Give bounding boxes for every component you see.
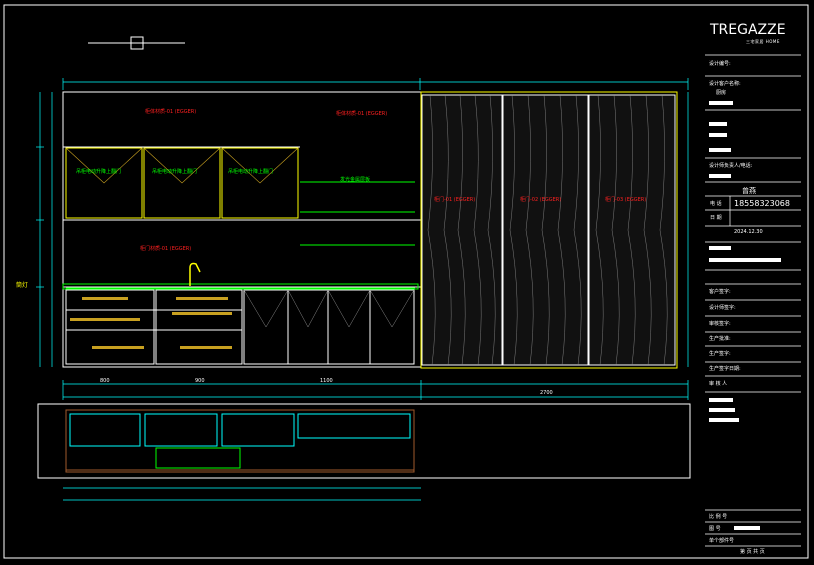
dim-900: 900 xyxy=(195,378,205,384)
dim-2700: 2700 xyxy=(540,390,553,396)
drawer-handles xyxy=(70,297,232,349)
designer-name: 曾燕 xyxy=(742,187,756,195)
section-marker xyxy=(88,36,185,50)
field-client-sign: 客户签字: xyxy=(709,289,731,295)
outer-frame xyxy=(3,4,809,559)
title-block-lines xyxy=(705,54,801,547)
metal-shelves xyxy=(66,181,415,289)
plan-dimensions xyxy=(63,487,421,501)
wall-cabinet-doors xyxy=(65,147,299,219)
phone-number: 18558323068 xyxy=(734,199,790,208)
brand-logo: TREGAZZE xyxy=(710,22,786,38)
field-prod-sign: 生产签字: xyxy=(709,351,731,357)
room-name: 厨房 xyxy=(716,90,727,96)
wood-door-label-1: 柜门-01 (EGGER) xyxy=(434,197,476,203)
top-dimension xyxy=(62,78,689,90)
wood-door-label-3: 柜门-03 (EGGER) xyxy=(605,197,647,203)
field-reviewer: 审 核 人 xyxy=(709,381,728,387)
material-label-2: 柜体材质-01 (EGGER) xyxy=(336,111,388,117)
field-prod-sign-date: 生产签字日期: xyxy=(709,366,741,372)
material-label-1: 柜体材质-01 (EGGER) xyxy=(145,109,197,115)
title-block-bars xyxy=(709,101,781,530)
wood-grain xyxy=(427,94,668,366)
drawing-date: 2024.12.30 xyxy=(734,229,763,235)
field-designer-sign: 设计师签字: xyxy=(709,305,736,311)
field-client-name: 设计客户名称: xyxy=(709,81,741,87)
countertop xyxy=(62,283,419,290)
field-designer: 设计师负责人/电话: xyxy=(709,163,753,169)
base-cabinets xyxy=(65,289,415,365)
flipup-label-3: 吊柜电动升降上翻门 xyxy=(228,169,274,175)
field-review-sign: 审核签字: xyxy=(709,321,731,327)
shelf-label: 发光金属层板 xyxy=(340,177,371,183)
dim-1100: 1100 xyxy=(320,378,333,384)
bottom-dimensions xyxy=(62,380,689,400)
flipup-label-2: 吊柜电动升降上翻门 xyxy=(152,169,198,175)
plan-view xyxy=(37,403,691,479)
footer-page: 第 页 共 页 xyxy=(740,549,765,555)
faucet xyxy=(189,262,201,286)
field-date: 日 期 xyxy=(710,215,722,221)
material-label-3: 柜门材质-01 (EGGER) xyxy=(140,246,192,252)
wood-door-label-2: 柜门-02 (EGGER) xyxy=(520,197,562,203)
left-dimension xyxy=(36,92,53,367)
field-prod-approve: 生产批准: xyxy=(709,336,731,342)
phone-label: 电 话 xyxy=(710,201,722,207)
brand-logo-sub: 三宅家居 HOME xyxy=(746,39,780,44)
footer-drawing-no: 图 号 xyxy=(709,526,721,532)
tall-wood-doors xyxy=(420,91,678,369)
dim-800: 800 xyxy=(100,378,110,384)
footer-scale: 比 例 号 xyxy=(709,514,728,520)
field-design-no: 设计编号: xyxy=(709,61,731,67)
flipup-label-1: 吊柜电动升降上翻门 xyxy=(76,169,122,175)
footer-part-no: 单个部件号 xyxy=(709,538,735,544)
downlight-label: 筒灯 xyxy=(16,282,29,289)
